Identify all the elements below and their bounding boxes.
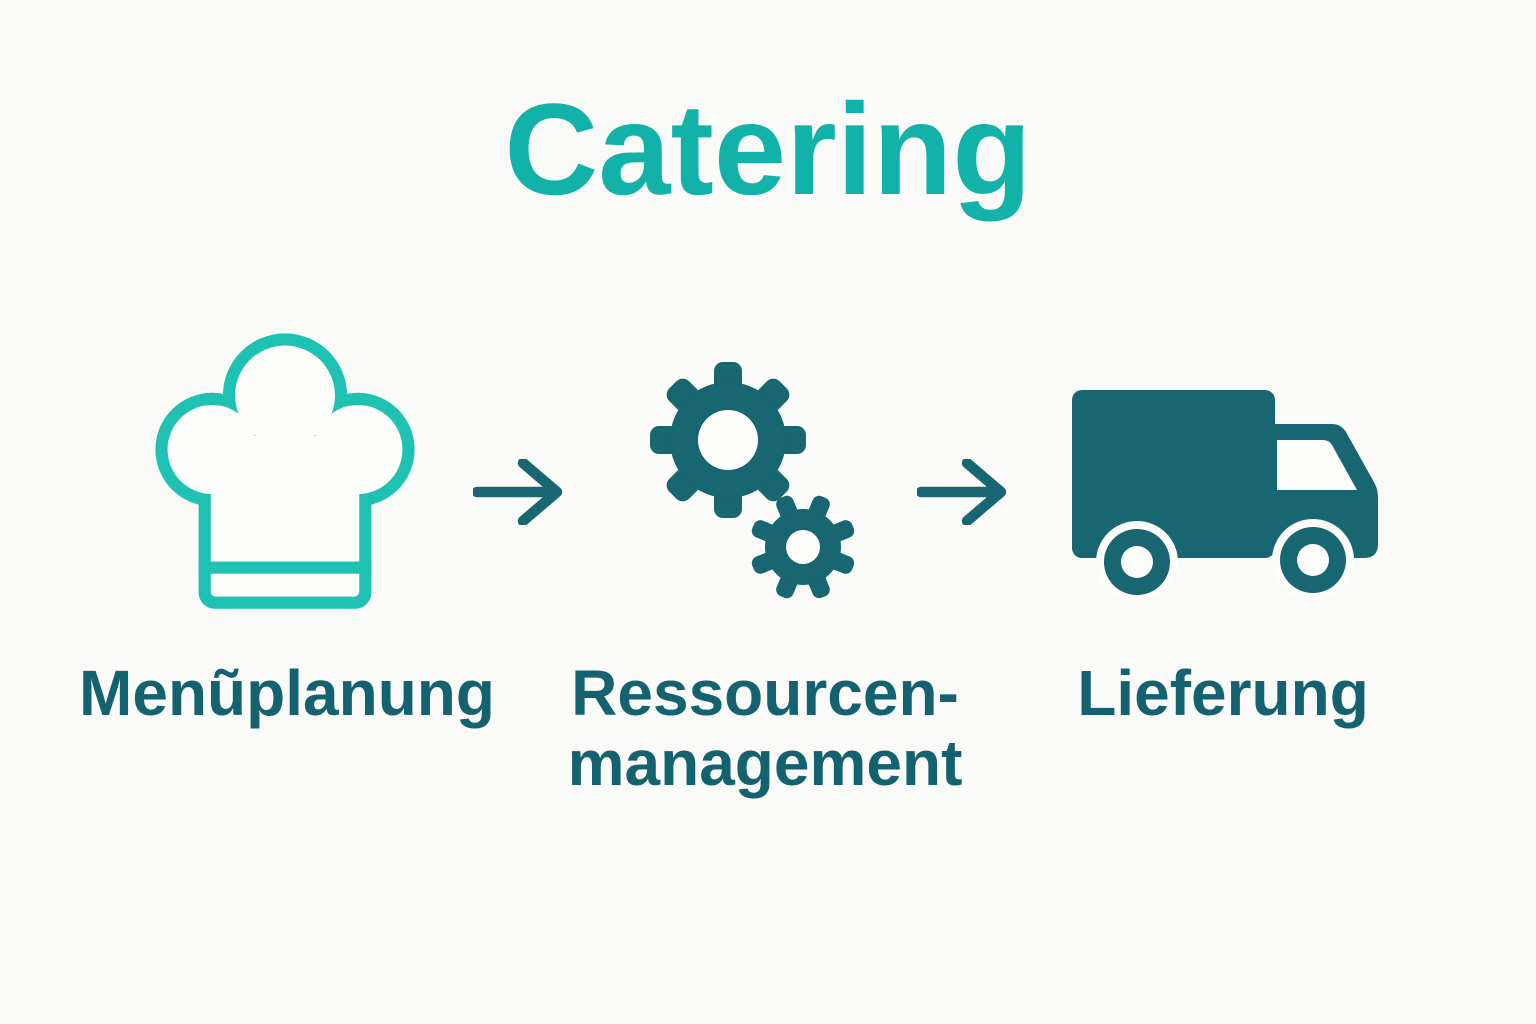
arrow-right-icon xyxy=(917,459,1007,525)
step-label-ressourcenmanagement: Ressourcen- management xyxy=(540,658,990,798)
step-label-menueplanung: Menũplanung xyxy=(37,658,537,728)
step-label-lieferung: Lieferung xyxy=(1023,658,1423,728)
step-label-line1: Ressourcen- xyxy=(571,657,959,729)
page-title: Catering xyxy=(504,76,1032,222)
chef-hat-icon xyxy=(150,328,420,625)
gears-icon xyxy=(650,355,860,605)
delivery-truck-icon xyxy=(1070,388,1382,600)
step-label-line2: management xyxy=(567,727,963,799)
arrow-right-icon xyxy=(473,459,563,525)
step-label-text: Menũplanung xyxy=(79,657,495,729)
step-label-text: Lieferung xyxy=(1077,657,1369,729)
